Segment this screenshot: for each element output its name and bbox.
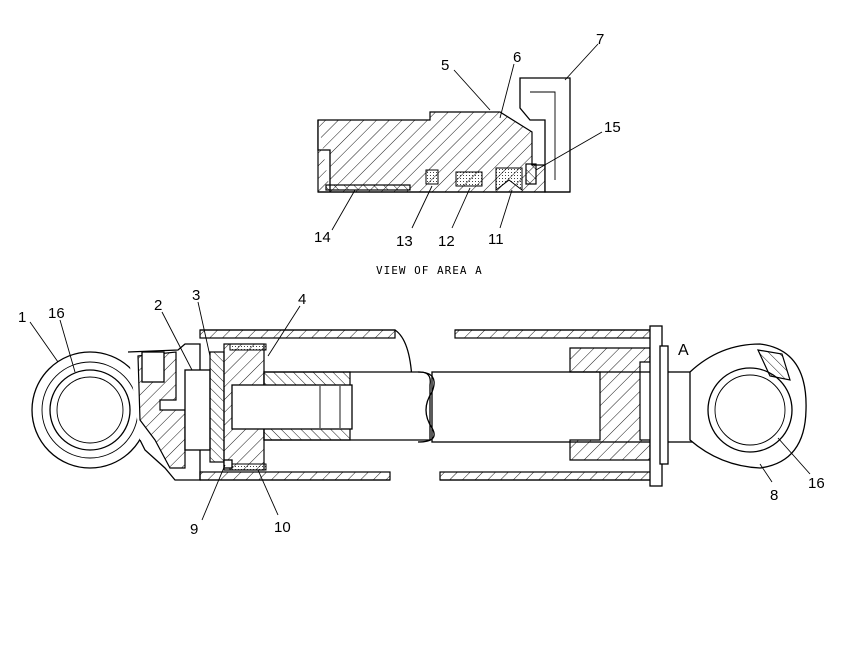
band-top [229,343,267,351]
callout-12: 12 [438,233,455,250]
detail-ring-15 [525,163,537,185]
piston-rod [431,371,693,443]
detail-seal-13 [425,169,439,185]
area-marker: A [678,342,689,359]
spacer-3 [209,351,225,463]
callout-7: 7 [596,31,604,48]
callout-11: 11 [488,231,504,248]
wear-ring-10 [229,463,267,471]
callout-14: 14 [314,229,331,246]
nut-2 [184,369,211,451]
detail-cap-part-7 [519,77,571,193]
callout-4: 4 [298,291,306,308]
callout-5: 5 [441,57,449,74]
callout-15: 15 [604,119,621,136]
detail-seal-11 [495,167,523,192]
callout-2: 2 [154,297,162,314]
detail-bearing-14 [325,184,411,191]
callout-1: 1 [18,309,26,326]
callout-16-left: 16 [48,305,65,322]
seal-9 [223,459,233,469]
detail-view: 5 6 7 15 14 13 12 11 VIEW OF AREA A [314,31,621,277]
callout-3: 3 [192,287,200,304]
callout-9: 9 [190,521,198,538]
left-bushing-16 [49,369,131,451]
callout-16-right: 16 [808,475,825,492]
callout-13: 13 [396,233,413,250]
callout-6: 6 [513,49,521,66]
cylinder-assembly: A 1 16 2 3 4 9 10 8 16 [18,287,825,538]
callout-10: 10 [274,519,291,536]
detail-gland [317,120,331,192]
view-caption: VIEW OF AREA A [376,264,483,277]
callout-8: 8 [770,487,778,504]
detail-seal-12 [455,171,483,187]
right-bushing-16 [707,367,793,453]
